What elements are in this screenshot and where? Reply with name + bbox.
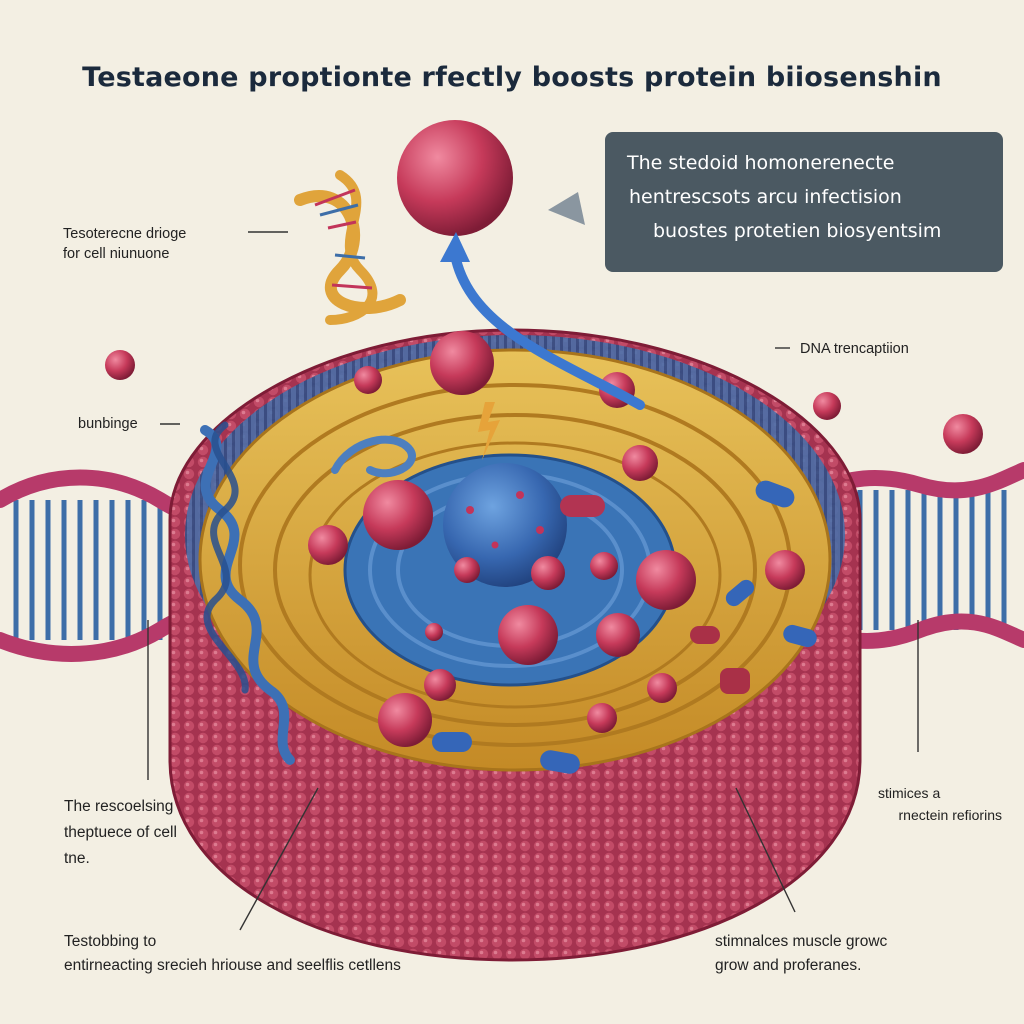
free-vesicle bbox=[813, 392, 841, 420]
label-dna: DNA trencaptiion bbox=[800, 341, 909, 357]
free-vesicle bbox=[105, 350, 135, 380]
vesicle bbox=[454, 557, 480, 583]
vesicle bbox=[378, 693, 432, 747]
nucleus bbox=[443, 463, 567, 587]
nucleus-granule bbox=[536, 526, 544, 534]
vesicle bbox=[430, 331, 494, 395]
label-line: theptuece of cell bbox=[64, 824, 177, 841]
organelle bbox=[432, 732, 472, 752]
label-line: Tesoterecne drioge bbox=[63, 226, 187, 242]
transport-arrow bbox=[450, 250, 645, 410]
vesicle bbox=[590, 552, 618, 580]
leader-lines bbox=[147, 231, 919, 931]
label-reasoning: The rescoelsing theptuece of cell tne. bbox=[64, 794, 177, 872]
organelle bbox=[755, 480, 795, 508]
label-line: grow and proferanes. bbox=[715, 957, 862, 974]
upper-dna-helix bbox=[294, 170, 406, 325]
golgi-loop bbox=[331, 435, 416, 478]
label-line: Testobbing to bbox=[64, 933, 157, 950]
vesicle bbox=[308, 525, 348, 565]
label-line: tne. bbox=[64, 850, 90, 867]
vesicle bbox=[596, 613, 640, 657]
vesicle bbox=[363, 480, 433, 550]
organelle bbox=[560, 495, 605, 517]
organelle bbox=[720, 668, 750, 694]
callout-box: The stedoid homonerenecte hentrescsots a… bbox=[605, 132, 1003, 272]
label-line: stimnalces muscle growc bbox=[715, 933, 888, 950]
callout-pointer bbox=[548, 192, 585, 225]
label-line: entirneacting srecieh hriouse and seelfl… bbox=[64, 957, 401, 974]
vesicle bbox=[647, 673, 677, 703]
label-line: stimices a bbox=[878, 785, 941, 801]
vesicle bbox=[636, 550, 696, 610]
label-testobbing: Testobbing to entirneacting srecieh hrio… bbox=[64, 930, 401, 978]
free-vesicle bbox=[943, 414, 983, 454]
vesicle bbox=[765, 550, 805, 590]
signal-bolt-icon bbox=[478, 402, 500, 460]
organelle bbox=[783, 624, 817, 648]
page-title: Testaeone proptionte rfectly boosts prot… bbox=[82, 62, 942, 93]
nucleus-granule bbox=[491, 541, 499, 549]
rna-strand bbox=[203, 421, 249, 694]
organelle bbox=[540, 750, 580, 774]
vesicle bbox=[498, 605, 558, 665]
label-stimulates-a: stimices a rnectein refiorins bbox=[830, 782, 1002, 826]
label-testosterone: Tesoterecne drioge for cell niunuone bbox=[63, 224, 186, 264]
label-bunbings: bunbinge bbox=[78, 416, 138, 432]
nucleus-granule bbox=[516, 491, 524, 499]
callout-line: hentrescsots arcu infectision bbox=[629, 186, 902, 208]
vesicle bbox=[587, 703, 617, 733]
organelle bbox=[725, 579, 755, 607]
vesicle bbox=[354, 366, 382, 394]
label-line: for cell niunuone bbox=[63, 246, 170, 262]
vesicle bbox=[531, 556, 565, 590]
callout-line: buostes protetien biosyentsim bbox=[653, 220, 942, 242]
vesicle bbox=[424, 669, 456, 701]
rna-strand bbox=[200, 425, 295, 765]
vesicle bbox=[425, 623, 443, 641]
organelle bbox=[690, 626, 720, 644]
vesicle bbox=[622, 445, 658, 481]
label-line: rnectein refiorins bbox=[898, 807, 1003, 823]
hormone-sphere bbox=[397, 120, 513, 236]
label-line: The rescoelsing bbox=[64, 798, 174, 815]
label-stimulates-muscle: stimnalces muscle growc grow and profera… bbox=[715, 930, 887, 978]
callout-line: The stedoid homonerenecte bbox=[627, 152, 895, 174]
organelles bbox=[331, 435, 817, 774]
transport-arrowhead bbox=[440, 232, 470, 262]
nucleus-granule bbox=[466, 506, 474, 514]
